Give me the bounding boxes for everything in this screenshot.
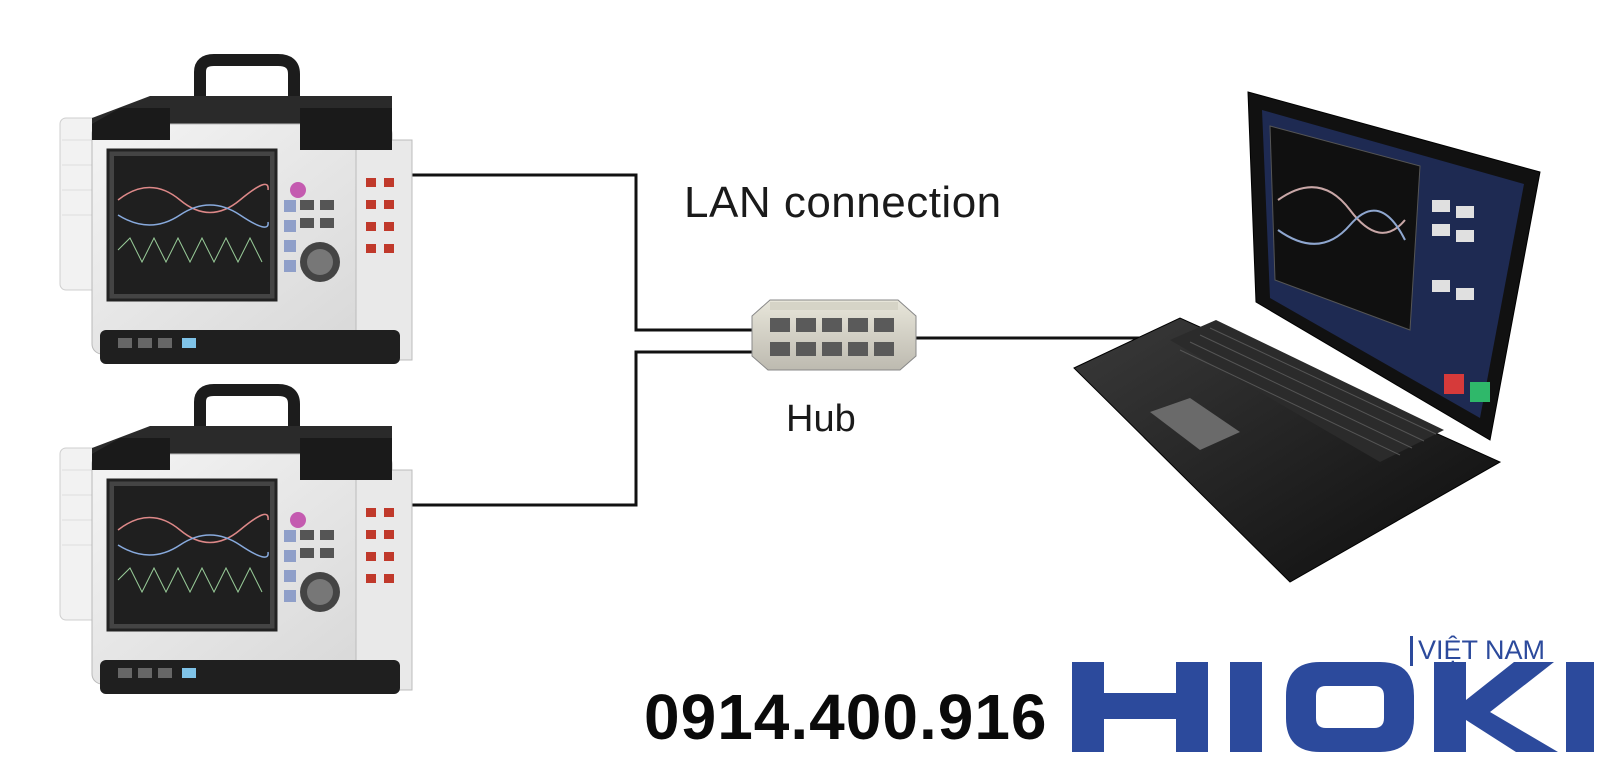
cable-logger-1 — [372, 173, 760, 332]
laptop-icon — [1073, 91, 1541, 583]
cable-logger-2 — [372, 350, 760, 507]
brand-region-label: VIỆT NAM — [1418, 635, 1546, 665]
lan-cables — [372, 173, 1155, 507]
brand-divider — [1410, 636, 1413, 666]
data-logger-icon — [59, 54, 413, 364]
network-hub-icon — [751, 299, 917, 371]
hioki-logo — [1072, 662, 1594, 752]
hub-label: Hub — [786, 398, 856, 440]
phone-number: 0914.400.916 — [644, 681, 1048, 753]
data-logger-icon — [59, 384, 413, 694]
lan-connection-label: LAN connection — [684, 178, 1002, 227]
